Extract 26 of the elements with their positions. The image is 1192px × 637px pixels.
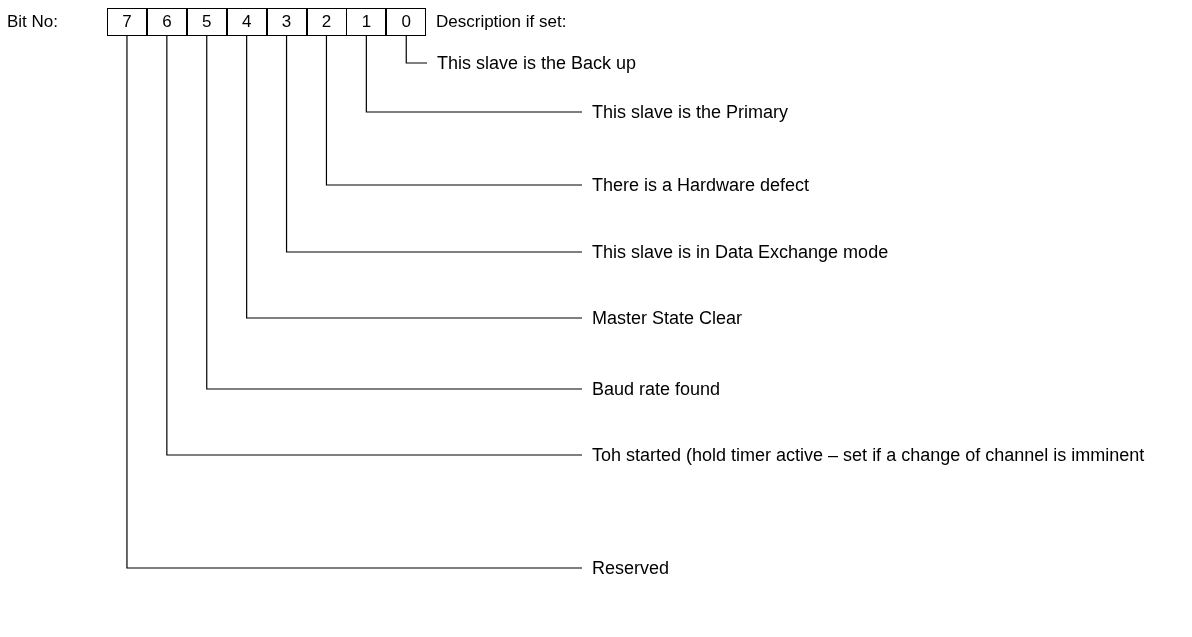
bit-description: This slave is the Primary: [582, 99, 789, 125]
bit-description: Toh started (hold timer active – set if a change of channel is imminent: [582, 442, 1145, 468]
leader-line: [365, 35, 583, 113]
leader-line: [285, 35, 583, 253]
bit-cell: 5: [186, 8, 227, 36]
leader-line: [405, 35, 428, 64]
bit-description: There is a Hardware defect: [582, 172, 810, 198]
leader-line: [206, 35, 583, 390]
field-label: Bit No:: [7, 11, 59, 33]
leader-line: [325, 35, 583, 186]
bit-description: Baud rate found: [582, 376, 721, 402]
bit-cell: 1: [346, 8, 387, 36]
bit-description: This slave is the Back up: [427, 50, 637, 76]
bit-cell: 2: [306, 8, 347, 36]
leader-line: [166, 35, 583, 456]
field-label: Description if set:: [436, 11, 567, 33]
bit-cell: 7: [107, 8, 147, 36]
bit-description: Reserved: [582, 555, 670, 581]
bit-cell: 6: [146, 8, 187, 36]
bit-cell: 3: [266, 8, 307, 36]
leader-line: [126, 35, 583, 569]
bit-description: This slave is in Data Exchange mode: [582, 239, 889, 265]
leader-line: [246, 35, 583, 319]
bit-description: Master State Clear: [582, 305, 743, 331]
bit-cell: 4: [226, 8, 267, 36]
bit-cell: 0: [386, 8, 427, 36]
